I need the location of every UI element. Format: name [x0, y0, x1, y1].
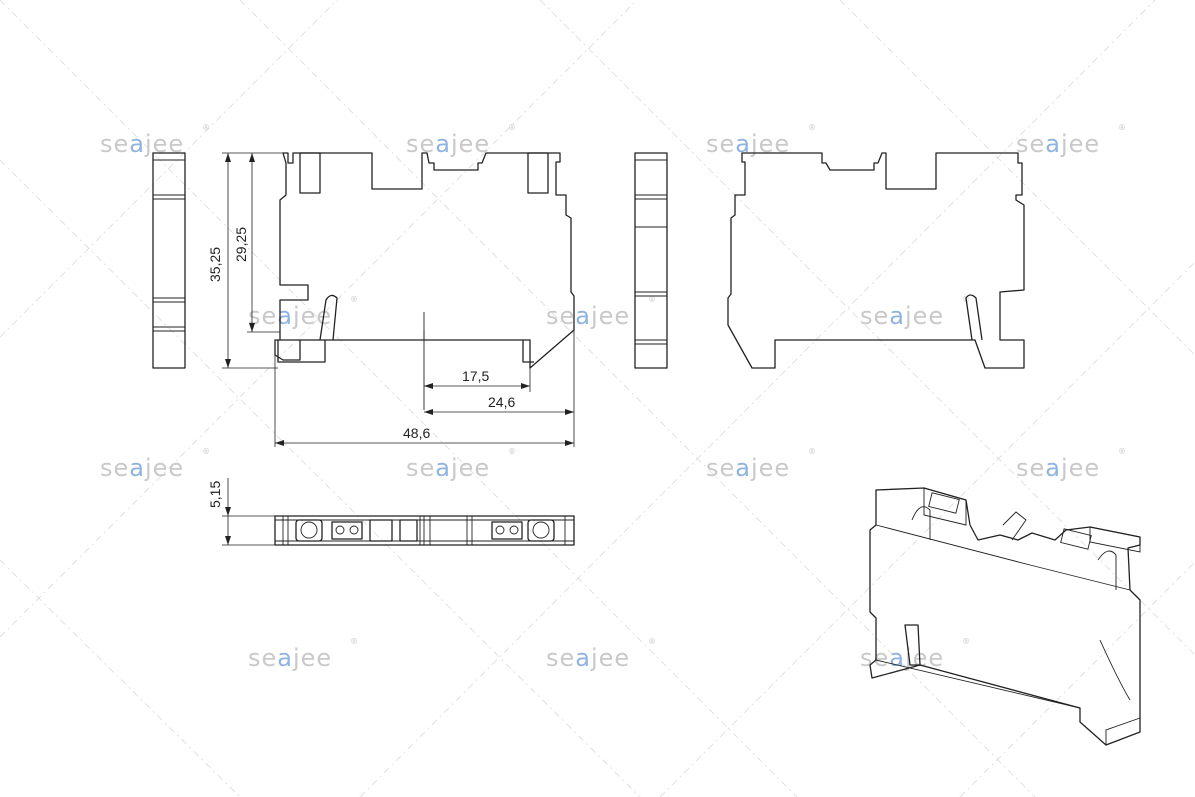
isometric-view [869, 487, 1141, 746]
svg-text:®: ® [648, 637, 656, 646]
watermark-6: seajee ® [546, 295, 656, 330]
svg-text:seajee: seajee [100, 454, 184, 482]
width-dimensions: 17,5 24,6 48,6 [274, 330, 575, 447]
svg-text:seajee: seajee [860, 644, 944, 672]
iso-front-face [869, 487, 1141, 746]
watermark-group: seajee ® seajee ® seajee ® seajee ® seaj… [100, 123, 1126, 672]
svg-text:®: ® [202, 123, 210, 132]
width-b-label: 24,6 [488, 394, 515, 410]
front-view [274, 152, 575, 410]
thickness-label: 5,15 [207, 481, 223, 508]
svg-text:®: ® [350, 295, 358, 304]
svg-text:®: ® [350, 637, 358, 646]
height-dimensions: 35,25 29,25 [207, 152, 283, 369]
svg-text:®: ® [808, 447, 816, 456]
front-view-outline [274, 152, 575, 369]
side-view-right [634, 152, 668, 369]
watermark-5: seajee ® [248, 295, 358, 330]
svg-text:seajee: seajee [546, 302, 630, 330]
svg-text:seajee: seajee [248, 302, 332, 330]
svg-text:seajee: seajee [100, 130, 184, 158]
watermark-2: seajee ® [406, 123, 516, 158]
svg-text:®: ® [508, 123, 516, 132]
watermark-7: seajee ® [860, 295, 970, 330]
svg-text:®: ® [962, 637, 970, 646]
watermark-9: seajee ® [406, 447, 516, 482]
rear-view-outline [727, 152, 1025, 369]
svg-text:®: ® [1118, 447, 1126, 456]
svg-text:seajee: seajee [706, 130, 790, 158]
svg-text:seajee: seajee [406, 454, 490, 482]
svg-text:seajee: seajee [1016, 130, 1100, 158]
watermark-13: seajee ® [546, 637, 656, 672]
svg-text:®: ® [648, 295, 656, 304]
width-total-label: 48,6 [403, 425, 430, 441]
front-view-clip [319, 294, 338, 341]
watermark-10: seajee ® [706, 447, 816, 482]
svg-text:seajee: seajee [406, 130, 490, 158]
top-view: 5,15 [207, 478, 575, 546]
svg-text:®: ® [1118, 123, 1126, 132]
svg-text:seajee: seajee [860, 302, 944, 330]
watermark-14: seajee ® [860, 637, 970, 672]
height-total-label: 35,25 [207, 247, 223, 282]
svg-text:seajee: seajee [1016, 454, 1100, 482]
watermark-8: seajee ® [100, 447, 210, 482]
rear-view [727, 152, 1025, 369]
svg-text:seajee: seajee [706, 454, 790, 482]
svg-text:®: ® [508, 447, 516, 456]
watermark-4: seajee ® [1016, 123, 1126, 158]
watermark-11: seajee ® [1016, 447, 1126, 482]
svg-text:seajee: seajee [546, 644, 630, 672]
side-view-left [152, 152, 186, 369]
svg-text:seajee: seajee [248, 644, 332, 672]
svg-text:®: ® [202, 447, 210, 456]
width-a-label: 17,5 [462, 368, 489, 384]
watermark-12: seajee ® [248, 637, 358, 672]
height-rail-label: 29,25 [233, 227, 249, 262]
svg-text:®: ® [808, 123, 816, 132]
